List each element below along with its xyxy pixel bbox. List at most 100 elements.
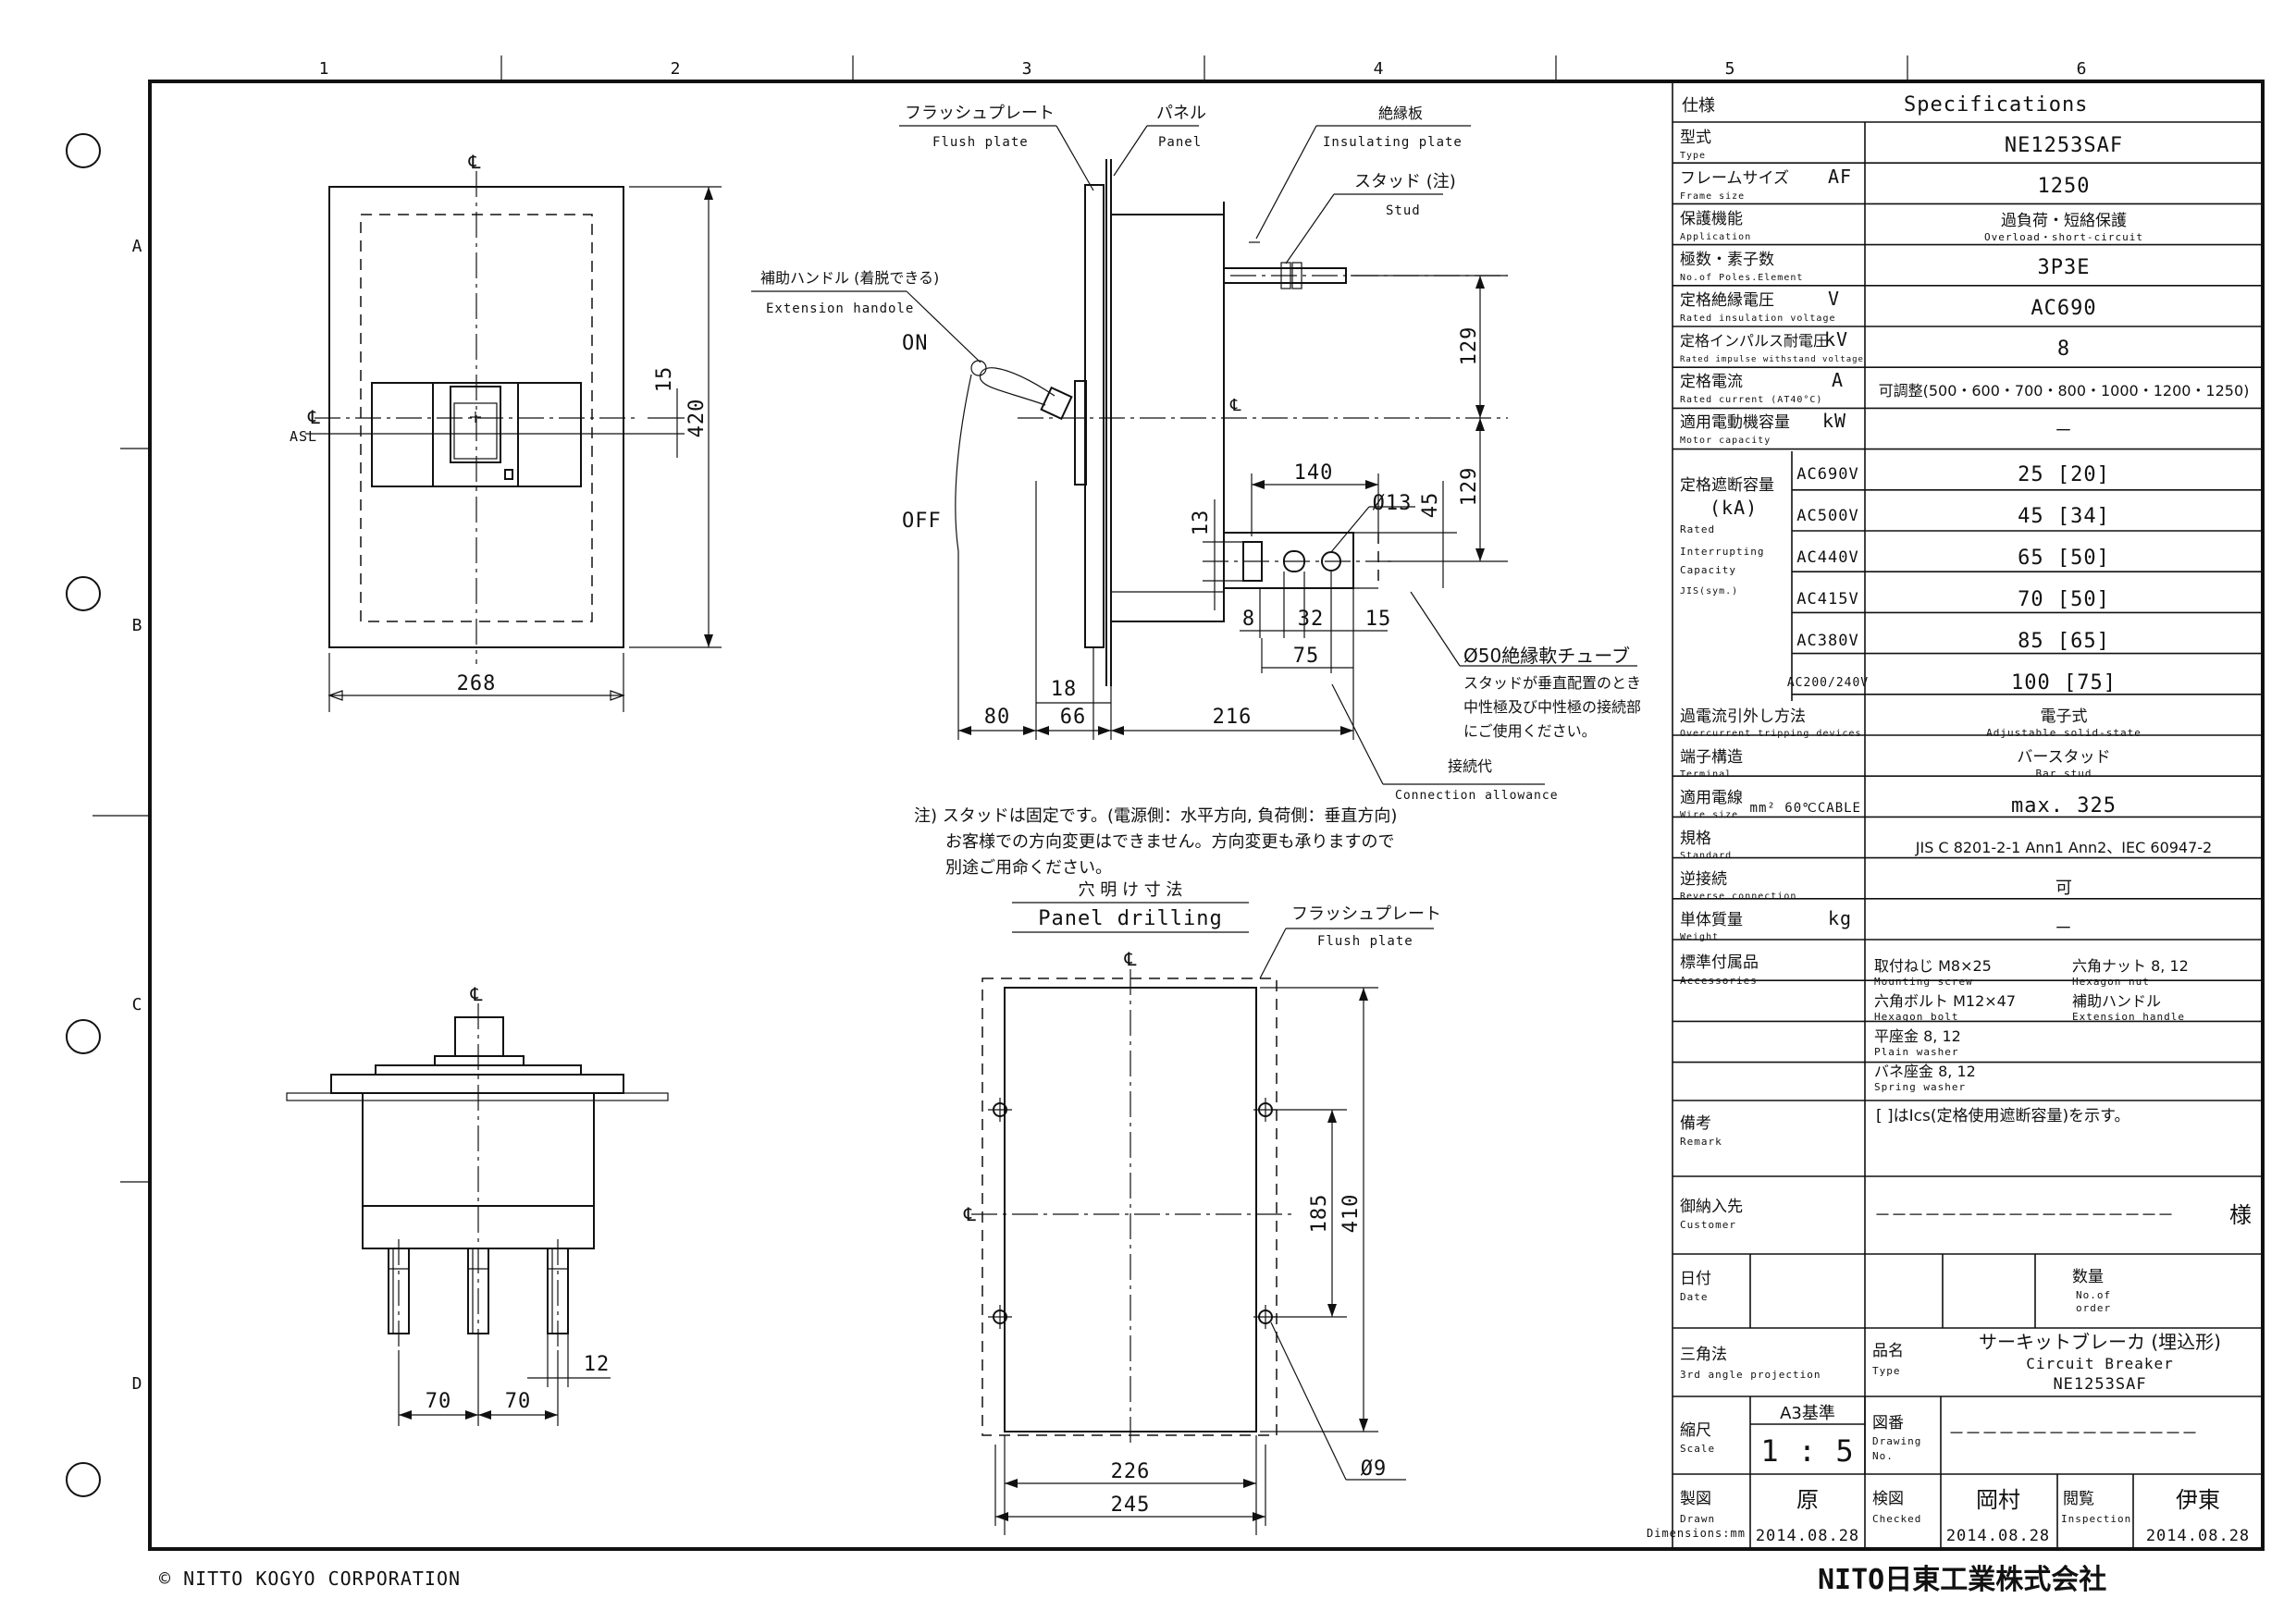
dim-pitch-70-left: 70 <box>426 1390 452 1413</box>
spec-row: 定格電流 A Rated current (AT40°C) 可調整(500・60… <box>1680 369 2249 405</box>
spec-value: 1250 <box>2038 175 2091 198</box>
dim-410: 410 <box>1339 1194 1363 1234</box>
company-logo: NITO日東工業株式会社 <box>1818 1564 2106 1596</box>
centerline-symbol: ℄ <box>470 983 483 1005</box>
spec-value: － <box>2055 419 2074 441</box>
dim-216: 216 <box>1213 706 1253 729</box>
spec-label-en: Terminal <box>1680 769 1732 780</box>
accessory-item-en: Extension handle <box>2072 1011 2185 1023</box>
tube-note-3: 中性極及び中性極の接続部 <box>1463 698 1641 716</box>
quantity-label-jp: 数量 <box>2072 1268 2104 1286</box>
dim-45: 45 <box>1419 492 1442 519</box>
copyright: © NITTO KOGYO CORPORATION <box>159 1568 461 1590</box>
insulating-plate-label-jp: 絶縁板 <box>1378 105 1423 122</box>
breaking-value: 65 [50] <box>2018 547 2110 570</box>
centerline-symbol: ℄ <box>307 406 320 428</box>
title-block <box>1673 1176 2263 1550</box>
drawn-date: 2014.08.28 <box>1756 1527 1859 1545</box>
customer-label-jp: 御納入先 <box>1680 1198 1743 1216</box>
spec-label-en: Frame size <box>1680 191 1745 202</box>
spec-label-en: Overcurrent tripping devices <box>1680 729 1862 739</box>
checked-label-en: Checked <box>1872 1513 1921 1525</box>
projection-label-en: 3rd angle projection <box>1680 1369 1821 1381</box>
stud-label-en: Stud <box>1386 203 1421 218</box>
inspected-by: 伊東 <box>2176 1487 2220 1513</box>
front-view: ℄ ℄ ASL 268 420 15 <box>290 151 722 712</box>
drawing-no-label-en: No. <box>1872 1450 1894 1462</box>
breaking-voltage: AC690V <box>1796 465 1858 484</box>
spec-value-en: Bar stud <box>2036 768 2092 780</box>
extension-handle-label-jp: 補助ハンドル (着脱できる) <box>760 269 939 287</box>
dim-185: 185 <box>1308 1194 1331 1234</box>
mounting-holes <box>988 1098 1278 1329</box>
dim-66: 66 <box>1060 706 1087 729</box>
breaking-voltage: AC415V <box>1796 590 1858 609</box>
spec-value: 3P3E <box>2038 256 2091 279</box>
breaking-unit: (kA) <box>1710 497 1758 519</box>
dim-dia-13: Ø13 <box>1373 492 1413 515</box>
handle-on-label: ON <box>902 332 929 355</box>
spec-header-jp: 仕様 <box>1682 96 1715 116</box>
panel-drilling-title-en: Panel drilling <box>1038 907 1222 930</box>
row-label: D <box>132 1374 142 1394</box>
centerline-symbol: ℄ <box>1124 948 1137 970</box>
spec-unit: kg <box>1828 907 1852 929</box>
breaking-label-en: JIS(sym.) <box>1680 586 1738 596</box>
spec-unit: kW <box>1822 410 1846 432</box>
connection-allowance-label-en: Connection allowance <box>1395 789 1559 803</box>
spec-label-en: Reverse connection <box>1680 891 1796 902</box>
product-name-jp: サーキットブレーカ (埋込形) <box>1979 1331 2221 1353</box>
col-label: 6 <box>2077 59 2087 79</box>
spec-label-en: No.of Poles.Element <box>1680 273 1803 283</box>
col-label: 1 <box>319 59 329 79</box>
binder-hole <box>66 1019 101 1054</box>
col-label: 4 <box>1374 59 1384 79</box>
inspection-date: 2014.08.28 <box>2146 1527 2250 1545</box>
accessory-item: 六角ナット 8, 12 <box>2072 957 2189 975</box>
breaking-voltage: AC440V <box>1796 548 1858 567</box>
panel-drilling-title-jp: 穴 明 け 寸 法 <box>1079 880 1183 900</box>
col-label: 3 <box>1022 59 1032 79</box>
spec-label-jp: 保護機能 <box>1680 210 1743 228</box>
accessories-label-en: Accessories <box>1680 975 1758 987</box>
spec-value: バースタッド <box>2017 748 2110 767</box>
dim-pitch-70-right: 70 <box>505 1390 532 1413</box>
spec-label-jp: 端子構造 <box>1680 748 1743 767</box>
centerline-symbol: ℄ <box>963 1203 976 1225</box>
spec-label-jp: フレームサイズ <box>1680 169 1789 188</box>
breaking-value: 70 [50] <box>2018 588 2110 611</box>
spec-value-en: Overload・short-circuit <box>1984 231 2143 243</box>
row-label: C <box>132 995 142 1014</box>
spec-value-en: Adjustable solid-state <box>1986 727 2142 739</box>
accessory-item: バネ座金 8, 12 <box>1874 1063 1976 1080</box>
spec-label-en: Rated current (AT40°C) <box>1680 395 1822 405</box>
extension-handle-label-en: Extension handole <box>766 301 914 316</box>
dim-32: 32 <box>1298 608 1325 631</box>
binder-hole <box>66 576 101 611</box>
binder-hole <box>66 1462 101 1497</box>
remarks: 備考 Remark [ ]はIcs(定格使用遮断容量)を示す。 <box>1680 1106 2129 1148</box>
spec-value: － <box>2055 916 2074 939</box>
notes: 注) スタッドは固定です。(電源側：水平方向, 負荷側：垂直方向) お客様での方… <box>914 806 1397 878</box>
flush-plate-label-jp: フラッシュプレート <box>905 104 1055 123</box>
flush-plate-label-en: Flush plate <box>1317 934 1413 949</box>
dim-226: 226 <box>1111 1460 1151 1483</box>
accessory-item-en: Spring washer <box>1874 1081 1966 1093</box>
connection-allowance-label-jp: 接続代 <box>1448 757 1492 775</box>
spec-value: 過負荷・短絡保護 <box>2001 212 2127 230</box>
dim-13: 13 <box>1190 510 1213 536</box>
flush-plate-label-en: Flush plate <box>932 135 1029 150</box>
spec-row: 規格 Standard JIS C 8201-2-1 Ann1 Ann2、IEC… <box>1680 830 2212 861</box>
dim-245: 245 <box>1111 1494 1151 1517</box>
spec-label-jp: 過電流引外し方法 <box>1680 707 1806 726</box>
spec-label-jp: 定格インパルス耐電圧 <box>1680 332 1828 350</box>
spec-value: 可 <box>2055 879 2072 898</box>
spec-row: フレームサイズ AF Frame size 1250 <box>1680 166 2091 202</box>
accessory-item: 平座金 8, 12 <box>1874 1027 1961 1045</box>
spec-unit: V <box>1828 288 1840 310</box>
product-name-en: Circuit Breaker <box>2026 1355 2174 1372</box>
spec-row: 型式 Type NE1253SAF <box>1680 129 2122 161</box>
dim-129-upper: 129 <box>1458 326 1481 366</box>
spec-label-jp: 規格 <box>1680 830 1711 848</box>
